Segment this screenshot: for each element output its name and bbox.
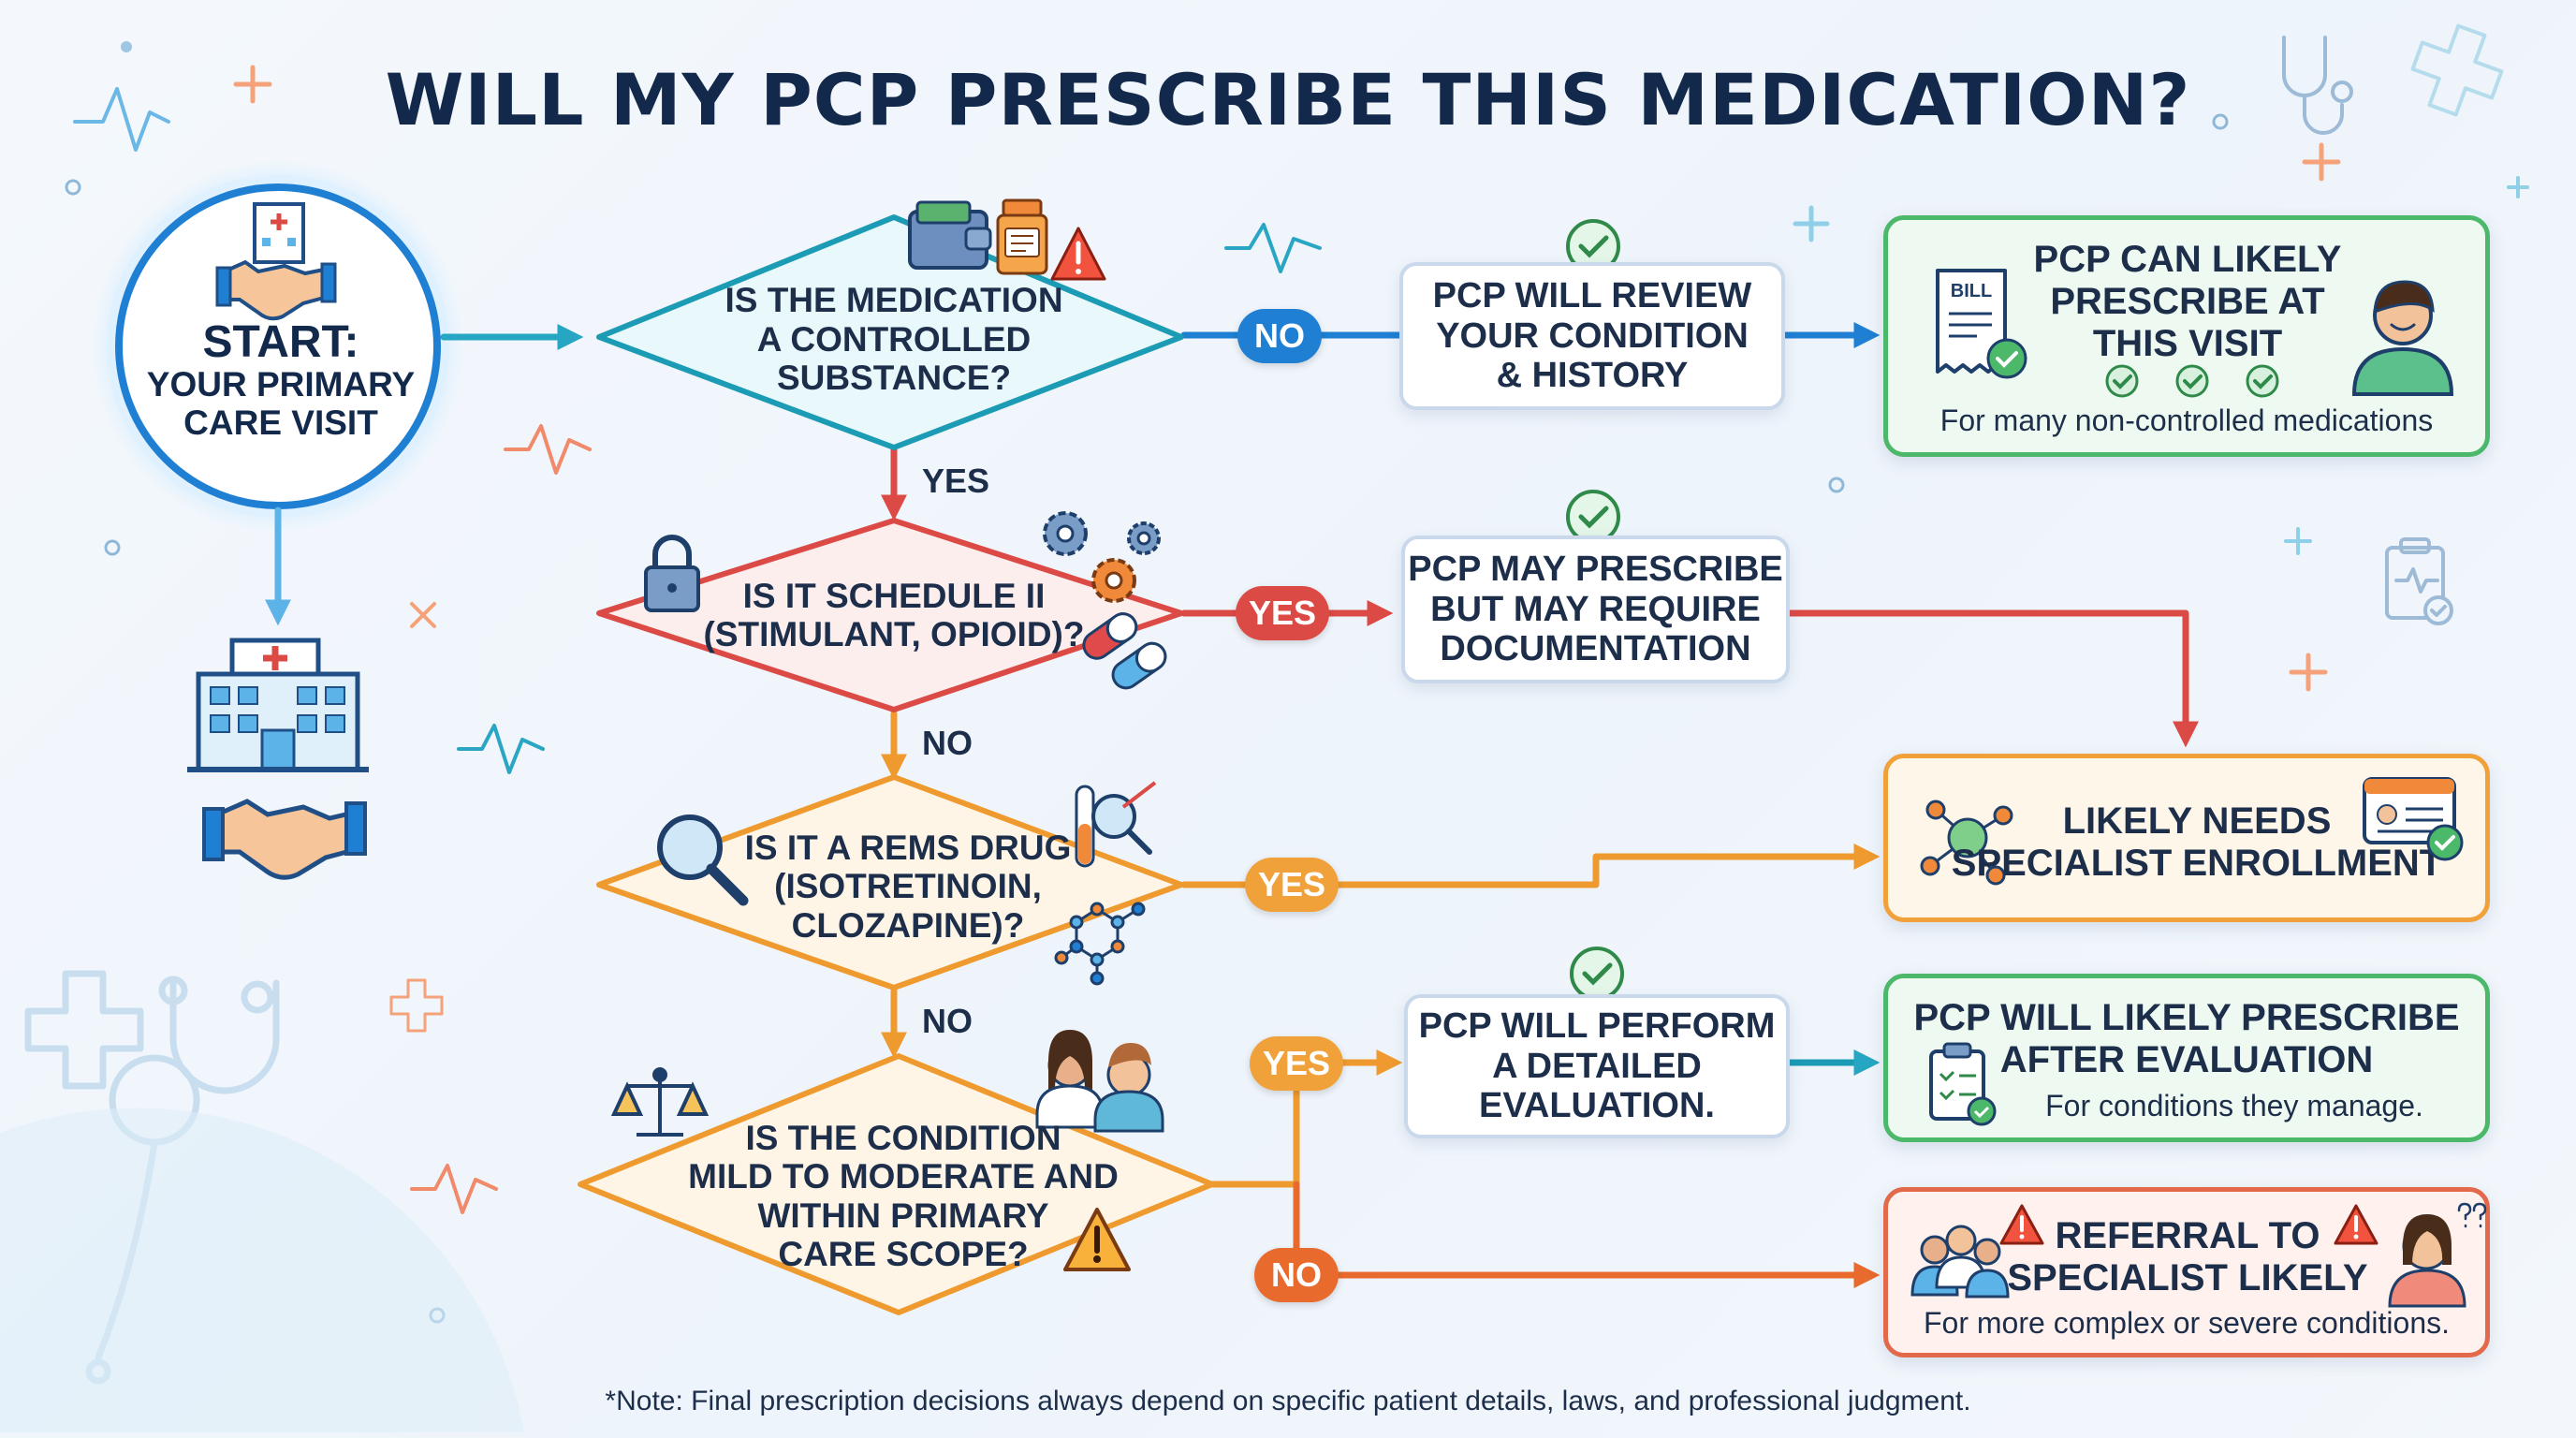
question-icon: [2457, 1202, 2487, 1228]
outcome-referral-specialist-title: REFERRAL TO SPECIALIST LIKELY: [2007, 1215, 2368, 1299]
check-row: [2094, 362, 2291, 400]
warning-icon: [2334, 1204, 2378, 1245]
outcome-prescribe-after-evaluation-title: PCP WILL LIKELY PRESCRIBE AFTER EVALUATI…: [1913, 997, 2460, 1080]
question-condition-scope: IS THE CONDITION MILD TO MODERATE AND WI…: [688, 1118, 1119, 1273]
gear-icon: [1043, 511, 1161, 603]
start-subtitle: YOUR PRIMARY CARE VISIT: [146, 365, 416, 443]
outcome-prescribe-after-evaluation-subtitle: For conditions they manage.: [2045, 1089, 2423, 1123]
magnifier-icon: [657, 814, 749, 906]
label-q4-no: NO: [1254, 1248, 1339, 1302]
outcome-prescribe-after-evaluation: PCP WILL LIKELY PRESCRIBE AFTER EVALUATI…: [1883, 974, 2490, 1142]
test-tube-icon: [1075, 781, 1157, 868]
question-controlled-substance: IS THE MEDICATION A CONTROLLED SUBSTANCE…: [724, 281, 1063, 398]
id-card-icon: [2363, 777, 2464, 861]
scales-icon: [610, 1067, 710, 1137]
stethoscope-icon: [2282, 36, 2353, 135]
question-schedule-ii: IS IT SCHEDULE II (STIMULANT, OPIOID)?: [703, 576, 1085, 653]
warning-icon: [1063, 1208, 1131, 1271]
handshake-icon: [202, 799, 367, 880]
outcome-specialist-enrollment-title: LIKELY NEEDS SPECIALIST ENROLLMENT: [1951, 800, 2443, 884]
pill-bottle-icon: [996, 198, 1048, 275]
handshake-icon: [215, 259, 337, 321]
label-q2-yes: YES: [1236, 586, 1329, 640]
check-icon: [1570, 946, 1624, 1001]
check-icon: [1566, 490, 1620, 544]
label-q1-no: NO: [1237, 309, 1322, 363]
warning-icon: [1050, 227, 1106, 281]
outcome-prescribe-at-visit-subtitle: For many non-controlled medications: [1939, 404, 2434, 437]
capsule-icon: [1082, 612, 1167, 690]
background-decor: [0, 23, 2529, 1432]
label-q1-yes: YES: [922, 462, 990, 500]
action-may-require-documentation: PCP MAY PRESCRIBE BUT MAY REQUIRE DOCUME…: [1401, 536, 1790, 683]
clipboard-icon: [1929, 1042, 1997, 1126]
diamond-q1: [596, 214, 1184, 450]
doctors-icon: [1035, 1030, 1164, 1133]
lock-icon: [644, 535, 700, 612]
outcome-prescribe-at-visit: BILL PCP CAN LIKELY PRESCRIBE AT THIS VI…: [1883, 215, 2490, 457]
action-detailed-evaluation: PCP WILL PERFORM A DETAILED EVALUATION.: [1404, 994, 1790, 1138]
person-icon: [2351, 280, 2454, 396]
outcome-prescribe-at-visit-title: PCP CAN LIKELY PRESCRIBE AT THIS VISIT: [2033, 239, 2342, 364]
clipboard-icon: [2385, 537, 2453, 625]
outcome-specialist-enrollment: LIKELY NEEDS SPECIALIST ENROLLMENT: [1883, 754, 2490, 922]
wallet-icon: [908, 200, 992, 270]
arrow-a2-to-o2: [1786, 609, 2199, 748]
arrow-q4-branch: [1208, 1049, 1403, 1188]
bill-label: BILL: [1951, 281, 1992, 301]
doctors-icon: [1910, 1225, 2010, 1299]
start-title: START:: [202, 317, 359, 367]
bill-icon: BILL: [1936, 269, 2027, 379]
molecule-icon: [1054, 902, 1146, 986]
outcome-referral-specialist: REFERRAL TO SPECIALIST LIKELY For more c…: [1883, 1187, 2490, 1357]
hospital-icon: [253, 202, 305, 264]
page-title: WILL MY PCP PRESCRIBE THIS MEDICATION?: [385, 58, 2191, 141]
check-icon: [2105, 364, 2279, 398]
label-q4-yes: YES: [1250, 1036, 1343, 1091]
connectors: [265, 322, 2199, 1288]
person-icon: [2388, 1214, 2466, 1308]
label-q3-yes: YES: [1245, 858, 1339, 912]
start-node: [91, 159, 465, 534]
label-q2-no: NO: [922, 724, 973, 762]
label-q3-no: NO: [922, 1002, 973, 1040]
warning-icon: [1999, 1204, 2044, 1245]
hospital-icon: [187, 638, 369, 772]
footnote: *Note: Final prescription decisions alwa…: [605, 1386, 1971, 1416]
outcome-referral-specialist-subtitle: For more complex or severe conditions.: [1924, 1306, 2450, 1340]
arrow-q4-no: [1293, 1181, 1881, 1288]
question-rems-drug: IS IT A REMS DRUG (ISOTRETINOIN, CLOZAPI…: [744, 828, 1072, 945]
arrow-q3-yes: [1180, 844, 1881, 888]
molecule-icon: [1920, 800, 2013, 886]
action-review-condition: PCP WILL REVIEW YOUR CONDITION & HISTORY: [1399, 262, 1785, 410]
